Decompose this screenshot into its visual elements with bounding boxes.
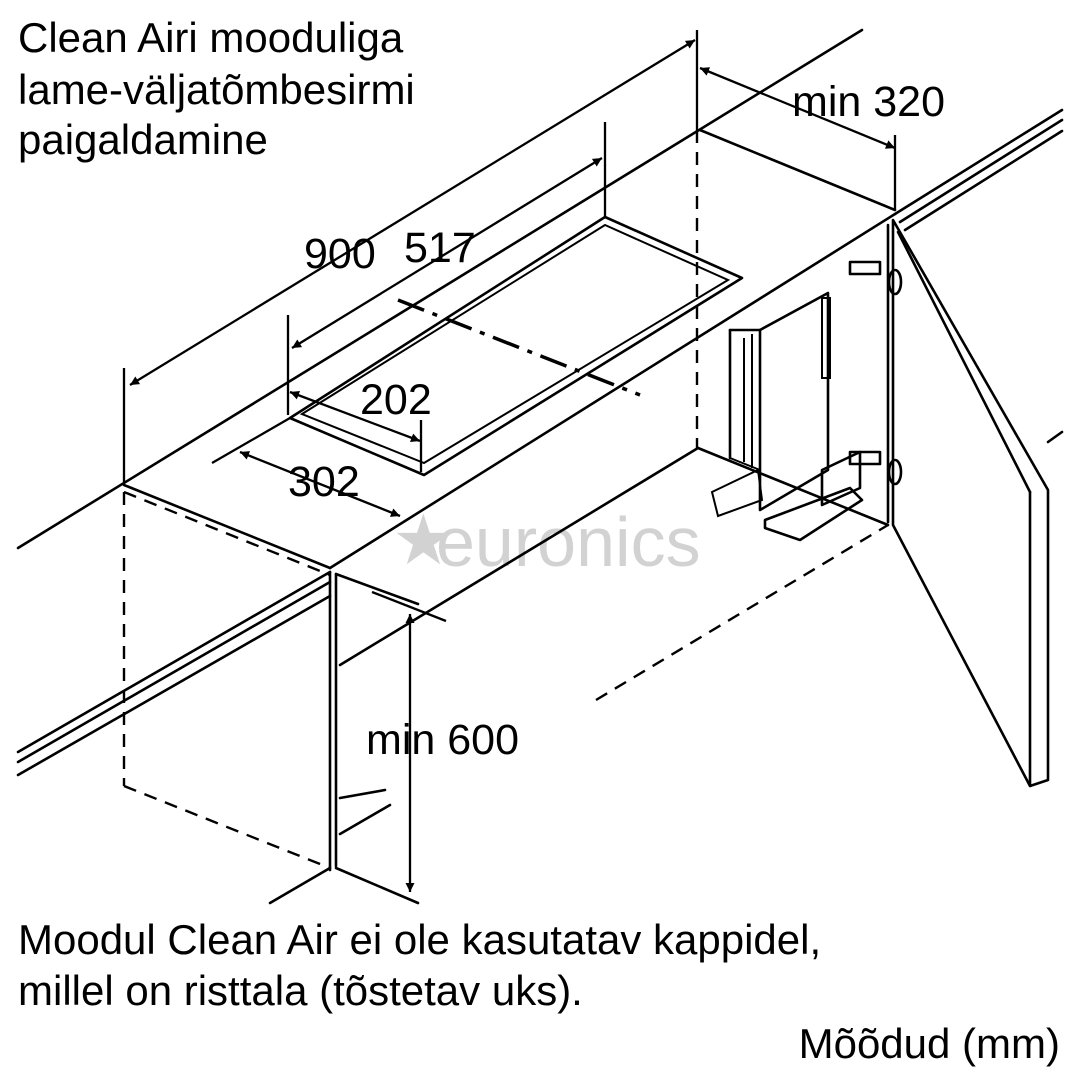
dim-302-label: 302 [288, 458, 360, 506]
left-strip-mid [16, 580, 332, 764]
worktop-right-edge [698, 128, 897, 212]
right-strip-bottom [903, 129, 1064, 232]
bottom-tick-right [334, 866, 420, 905]
note-line-1: Moodul Clean Air ei ole kasutatav kappid… [18, 916, 821, 963]
hinge-bottom [848, 450, 903, 486]
door-back-tick [1046, 430, 1064, 444]
title-line-3: paigaldamine [18, 116, 268, 163]
dim-min320-label: min 320 [792, 78, 945, 126]
hidden-floor-front [595, 523, 889, 702]
left-shelf-hint [338, 803, 392, 836]
door-panel [891, 218, 1050, 788]
note-line-2: millel on risttala (tõstetav uks). [18, 967, 583, 1014]
bottom-tick-left [268, 866, 332, 905]
worktop-left-seam [122, 483, 332, 570]
hinge-bottom-plate [848, 450, 882, 466]
title-line-1: Clean Airi mooduliga [18, 14, 404, 61]
cabinet-back-right [696, 446, 890, 527]
hinge-top-cup [887, 268, 903, 296]
hinge-bottom-cup [887, 458, 903, 486]
hinge-top [848, 260, 903, 296]
units-label: Mõõdud (mm) [799, 1020, 1060, 1067]
hinge-top-plate [848, 260, 882, 276]
dim-517-line [291, 157, 603, 349]
dim-320-line [699, 66, 896, 150]
module-bracket [821, 297, 831, 379]
door-inner-top [896, 230, 1032, 494]
dim-600-ext-top [371, 590, 447, 623]
cabinet-door [848, 218, 1064, 788]
centerline [397, 298, 641, 397]
hidden-left-bottom [123, 784, 331, 870]
worktop-front-edge [328, 212, 897, 570]
hidden-edges [122, 130, 889, 870]
star-icon: ★ [392, 501, 455, 579]
dim-202-label: 202 [360, 376, 432, 424]
watermark: ★ euronics [392, 501, 701, 581]
right-strip-top [893, 108, 1064, 216]
dimension-lines [122, 30, 897, 892]
dim-202-line [289, 390, 421, 443]
module-connector-top [729, 457, 761, 471]
cabinet-top-return [334, 572, 420, 606]
dim-min600-label: min 600 [366, 716, 519, 764]
left-strip-bottom [16, 594, 332, 777]
watermark-text: euronics [436, 503, 701, 581]
note: Moodul Clean Air ei ole kasutatav kappid… [18, 916, 821, 1014]
dim-900-label: 900 [304, 230, 376, 278]
cabinet-back-top [338, 446, 700, 667]
title-line-2: lame-väljatõmbesirmi [18, 66, 415, 113]
dim-517-label: 517 [404, 224, 476, 272]
dimension-labels: 900 517 202 302 min 320 min 600 [288, 78, 945, 764]
dim-302-line [239, 450, 401, 518]
hidden-left-top [123, 490, 331, 577]
module-foot [820, 450, 862, 507]
left-strip-top [16, 570, 332, 754]
module-front-panel [758, 291, 830, 512]
dim-302-ext [211, 417, 291, 464]
left-shelf-hint-2 [338, 788, 387, 800]
right-strip-mid [898, 118, 1064, 224]
module-connector [710, 468, 764, 518]
module-base-plate [763, 486, 864, 542]
title: Clean Airi mooduliga lame-väljatõmbesirm… [18, 14, 415, 163]
clean-air-module [710, 291, 864, 542]
